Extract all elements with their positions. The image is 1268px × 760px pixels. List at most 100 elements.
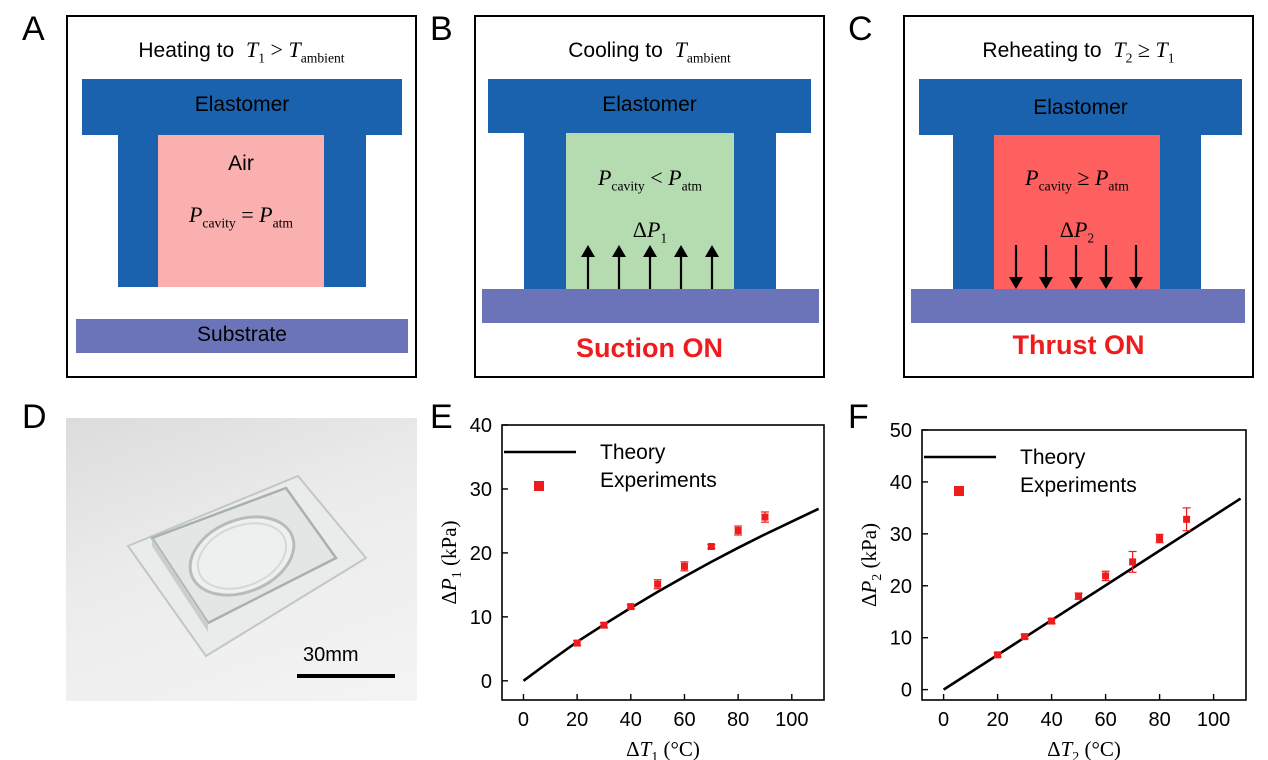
x-tick-label: 40	[620, 709, 642, 731]
pressure-subscript: 1	[660, 230, 668, 246]
down-arrow-icon	[1129, 245, 1143, 289]
down-arrow-icon	[1039, 245, 1053, 289]
x-tick-label: 40	[1040, 709, 1062, 731]
pressure-symbol: P	[259, 202, 273, 227]
legend-experiment-label: Experiments	[600, 469, 717, 492]
panel-letter-f: F	[848, 398, 869, 436]
panel-a-heading: Heating to T1 > Tambient	[68, 37, 415, 66]
y-tick-label: 0	[901, 680, 912, 702]
up-arrow-icon	[643, 245, 657, 289]
comparison-operator: ≥	[1137, 37, 1150, 62]
x-tick-label: 0	[938, 709, 949, 731]
pressure-subscript: cavity	[1038, 178, 1072, 194]
elastomer-top	[919, 79, 1242, 135]
heading-prefix: Cooling to	[568, 39, 663, 62]
pressure-equation: Pcavity ≥ Patm	[994, 165, 1160, 194]
device-photo: 30mm	[66, 418, 417, 701]
experiment-point	[1156, 535, 1164, 543]
equation-operator: =	[241, 202, 254, 227]
experiment-point	[1075, 592, 1083, 600]
y-tick-label: 30	[890, 524, 912, 546]
pressure-subscript: 2	[1087, 230, 1095, 246]
air-cavity	[158, 135, 324, 287]
x-axis-label: ΔT2 (°C)	[1047, 737, 1121, 760]
x-tick-label: 20	[566, 709, 588, 731]
up-arrow-icon	[674, 245, 688, 289]
panel-letter-d: D	[22, 398, 47, 436]
x-tick-label: 80	[1148, 709, 1170, 731]
y-tick-label: 50	[890, 420, 912, 442]
x-tick-label: 80	[727, 709, 749, 731]
panel-letter-e: E	[430, 398, 453, 436]
y-axis-label: ΔP1 (kPa)	[440, 520, 465, 604]
temperature-symbol: T	[245, 37, 259, 62]
x-tick-label: 20	[986, 709, 1008, 731]
scale-label: 30mm	[303, 644, 359, 666]
experiment-point	[1183, 515, 1191, 523]
experiment-point	[1129, 558, 1137, 566]
temperature-symbol: T	[1155, 37, 1168, 62]
legend-theory-label: Theory	[1020, 446, 1086, 469]
temperature-symbol: T	[674, 37, 687, 62]
temperature-symbol: T	[288, 37, 301, 62]
delta-pressure-label: ΔP2	[994, 217, 1160, 246]
pressure-subscript: cavity	[611, 178, 645, 194]
temperature-subscript: 2	[1125, 50, 1133, 66]
pressure-symbol: P	[1094, 165, 1109, 190]
delta-symbol: Δ	[1059, 217, 1074, 242]
experiment-point	[761, 513, 769, 521]
experiment-point	[1102, 572, 1110, 580]
down-arrow-icon	[1099, 245, 1113, 289]
equation-operator: <	[650, 165, 663, 190]
elastomer-label: Elastomer	[1033, 96, 1128, 119]
down-arrow-icon	[1069, 245, 1083, 289]
pressure-subscript: atm	[272, 215, 294, 231]
y-axis-label: ΔP2 (kPa)	[857, 523, 885, 607]
substrate-bar	[482, 289, 819, 323]
plot-frame	[501, 424, 825, 701]
temperature-symbol: T	[1113, 37, 1126, 62]
pressure-symbol: P	[188, 202, 203, 227]
down-arrow-icon	[1009, 245, 1023, 289]
substrate-bar	[911, 289, 1245, 323]
up-arrow-icon	[612, 245, 626, 289]
pressure-symbol: P	[646, 217, 661, 242]
temperature-subscript: ambient	[300, 50, 345, 66]
equation-operator: ≥	[1077, 165, 1090, 190]
pressure-subscript: atm	[1108, 178, 1129, 194]
experiment-point	[1021, 633, 1029, 641]
legend-experiment-label: Experiments	[1020, 474, 1137, 497]
experiment-point	[627, 603, 635, 611]
delta-symbol: Δ	[632, 217, 647, 242]
panel-c-heading: Reheating to T2 ≥ T1	[905, 37, 1252, 66]
y-tick-label: 20	[890, 576, 912, 598]
legend-theory-label: Theory	[600, 441, 666, 464]
experiment-point	[994, 651, 1002, 659]
experiment-point	[600, 621, 608, 629]
air-label: Air	[228, 152, 254, 175]
elastomer-label: Elastomer	[194, 93, 290, 116]
elastomer-top	[488, 79, 811, 133]
pressure-symbol: P	[1025, 165, 1039, 190]
y-tick-label: 20	[470, 543, 492, 565]
experiment-point	[1048, 617, 1056, 625]
pressure-symbol: P	[1073, 217, 1088, 242]
elastomer-label: Elastomer	[602, 93, 697, 116]
thrust-arrows	[1009, 245, 1143, 289]
theory-line	[522, 507, 820, 682]
pressure-symbol: P	[668, 165, 682, 190]
y-tick-label: 10	[470, 607, 492, 629]
up-arrow-icon	[705, 245, 719, 289]
panel-letter-a: A	[22, 10, 45, 48]
pressure-equation: Pcavity = Patm	[158, 202, 324, 231]
suction-status: Suction ON	[576, 333, 723, 363]
elastomer-top	[82, 79, 402, 135]
x-tick-label: 60	[1094, 709, 1116, 731]
pressure-equation: Pcavity < Patm	[566, 165, 734, 194]
panel-c: Reheating to T2 ≥ T1 Elastomer Pcavity ≥…	[903, 15, 1254, 378]
x-axis-label: ΔT1 (°C)	[626, 737, 700, 760]
legend-experiment-marker	[954, 486, 964, 496]
pressure-subscript: atm	[681, 178, 703, 194]
